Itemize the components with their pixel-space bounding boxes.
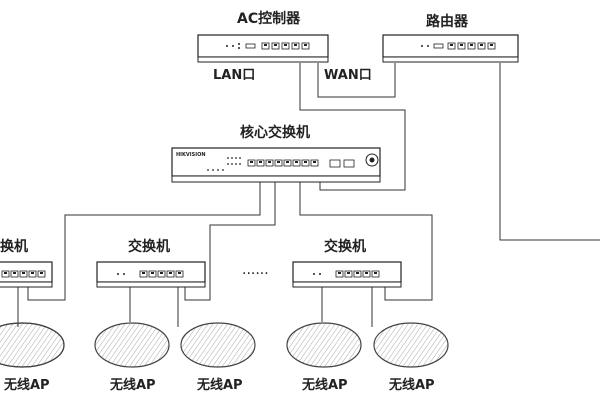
wireless-ap-devices bbox=[0, 322, 449, 368]
access-switch-left bbox=[0, 261, 53, 288]
ap-label-2: 无线AP bbox=[110, 378, 156, 393]
core-switch-brand: HIKVISION bbox=[176, 152, 206, 158]
ac-controller-device bbox=[197, 34, 329, 63]
switch-left-label: 换机 bbox=[0, 239, 28, 255]
access-switch-right bbox=[292, 261, 402, 288]
wan-port-label: WAN口 bbox=[324, 68, 372, 83]
ap-label-5: 无线AP bbox=[389, 378, 435, 393]
ap-label-1: 无线AP bbox=[4, 378, 50, 393]
connection-lines bbox=[17, 63, 600, 327]
access-switch-middle bbox=[96, 261, 206, 288]
router-device bbox=[382, 34, 519, 63]
lan-port-label: LAN口 bbox=[213, 68, 256, 83]
ap-label-4: 无线AP bbox=[302, 378, 348, 393]
core-switch-label: 核心交换机 bbox=[240, 125, 310, 141]
wireless-ap-2 bbox=[94, 322, 170, 368]
wireless-ap-1 bbox=[0, 322, 65, 368]
ellipsis-label: ...... bbox=[242, 262, 269, 278]
ac-controller-label: AC控制器 bbox=[237, 11, 301, 27]
switch-middle-label: 交换机 bbox=[128, 239, 170, 255]
core-switch-device bbox=[171, 147, 381, 183]
switch-right-label: 交换机 bbox=[324, 239, 366, 255]
ap-label-3: 无线AP bbox=[197, 378, 243, 393]
wireless-ap-3 bbox=[180, 322, 256, 368]
router-label: 路由器 bbox=[426, 14, 468, 30]
wireless-ap-4 bbox=[286, 322, 362, 368]
wireless-ap-5 bbox=[373, 322, 449, 368]
